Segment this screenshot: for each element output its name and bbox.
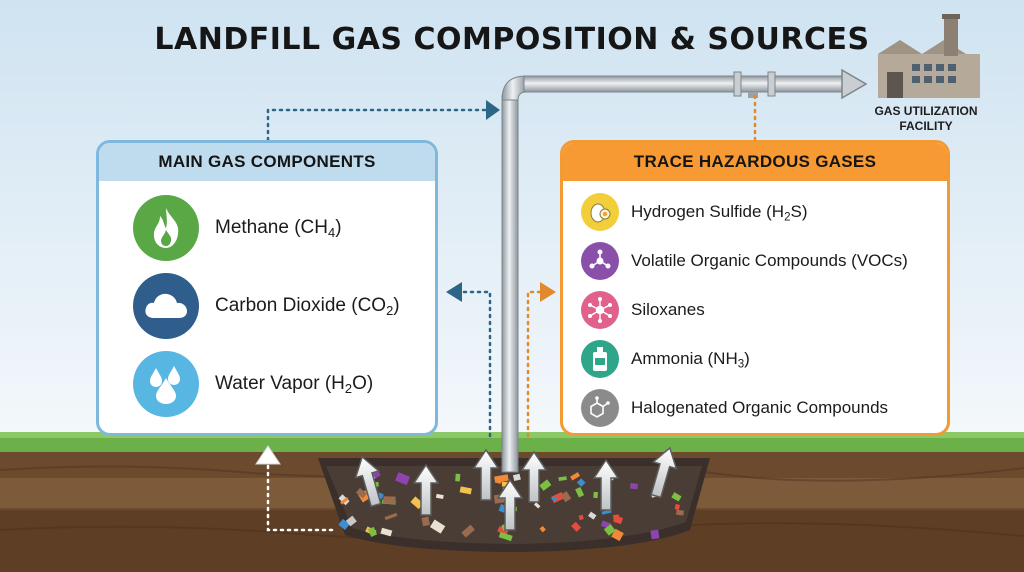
debris-piece <box>593 491 598 499</box>
white-up-arrow <box>255 445 281 465</box>
debris-piece <box>539 479 552 491</box>
facility-label-line-1: GAS UTILIZATION <box>874 104 978 118</box>
facility-label-line-2: FACILITY <box>899 119 953 133</box>
silicon-molecule-icon <box>581 291 619 329</box>
main-item-label: Methane (CH4) <box>215 217 342 240</box>
debris-piece <box>429 519 446 534</box>
debris-piece <box>395 472 411 486</box>
trace-item-label: Volatile Organic Compounds (VOCs) <box>631 251 908 270</box>
debris-piece <box>367 526 378 538</box>
debris-piece <box>410 496 424 510</box>
debris-piece <box>576 478 586 487</box>
debris-piece <box>571 521 582 532</box>
bottle-icon <box>581 340 619 378</box>
factory-icon <box>878 14 980 98</box>
main-item-methane: Methane (CH4) <box>133 195 342 261</box>
debris-piece <box>611 528 624 542</box>
molecule-icon <box>581 242 619 280</box>
debris-piece <box>494 474 509 483</box>
debris-piece <box>533 502 541 509</box>
debris-piece <box>674 503 681 511</box>
gas-up-arrow <box>472 448 500 501</box>
trace-item-halogenated: Halogenated Organic Compounds <box>581 389 888 427</box>
trace-item-siloxanes: Siloxanes <box>581 291 705 329</box>
debris-piece <box>575 487 585 498</box>
debris-piece <box>650 529 660 540</box>
dotted-flow-ground-left <box>266 460 334 532</box>
dotted-flow-to-main-panel <box>456 290 492 438</box>
page-title: LANDFILL GAS COMPOSITION & SOURCES <box>154 22 870 57</box>
trace-item-ammonia: Ammonia (NH3) <box>581 340 750 378</box>
debris-piece <box>601 509 612 515</box>
main-item-label: Carbon Dioxide (CO2) <box>215 295 400 318</box>
gas-up-arrow <box>412 463 440 516</box>
gas-up-arrow <box>496 478 524 531</box>
debris-piece <box>497 526 509 536</box>
gas-collection-pipe <box>501 95 519 473</box>
water-drops-icon <box>133 351 199 417</box>
main-item-carbon-dioxide: Carbon Dioxide (CO2) <box>133 273 400 339</box>
gas-up-arrow <box>520 450 548 503</box>
debris-piece <box>459 486 472 495</box>
debris-piece <box>588 511 597 520</box>
dotted-flow-to-trace-panel <box>526 290 546 438</box>
debris-piece <box>613 514 620 523</box>
main-item-label: Water Vapor (H2O) <box>215 373 374 396</box>
debris-piece <box>578 514 584 521</box>
debris-piece <box>345 515 357 527</box>
trace-panel-heading: TRACE HAZARDOUS GASES <box>563 143 947 181</box>
debris-piece <box>676 509 684 516</box>
debris-piece <box>671 492 682 502</box>
debris-piece <box>630 483 638 490</box>
trace-item-hydrogen-sulfide: Hydrogen Sulfide (H2S) <box>581 193 808 231</box>
debris-piece <box>384 512 398 521</box>
trace-item-vocs: Volatile Organic Compounds (VOCs) <box>581 242 908 280</box>
gas-rising-arrows <box>354 446 678 531</box>
trace-item-label: Siloxanes <box>631 300 705 319</box>
cloud-icon <box>133 273 199 339</box>
main-item-water-vapor: Water Vapor (H2O) <box>133 351 373 417</box>
debris-piece <box>355 487 367 499</box>
debris-piece <box>560 491 572 503</box>
flame-icon <box>133 195 199 261</box>
debris-piece <box>340 497 349 505</box>
debris-piece <box>380 527 393 537</box>
gas-up-arrow <box>650 446 678 499</box>
debris-piece <box>558 476 567 481</box>
debris-piece <box>461 524 475 538</box>
debris-piece <box>383 496 396 505</box>
trace-hazardous-gases-panel: TRACE HAZARDOUS GASES Hydrogen Sulfide (… <box>560 140 950 436</box>
debris-piece <box>551 495 558 502</box>
debris-piece <box>455 473 461 482</box>
main-panel-heading: MAIN GAS COMPONENTS <box>99 143 435 181</box>
debris-piece <box>512 473 521 482</box>
debris-piece <box>421 516 430 527</box>
horizontal-pipe <box>523 75 843 93</box>
debris-piece <box>338 518 350 530</box>
debris-piece <box>570 472 581 481</box>
pipe-outlet-arrow <box>841 68 868 100</box>
trace-item-label: Hydrogen Sulfide (H2S) <box>631 202 808 224</box>
debris-piece <box>603 524 616 536</box>
gas-up-arrow <box>354 455 382 508</box>
trace-item-label: Halogenated Organic Compounds <box>631 398 889 417</box>
dotted-flow-main-to-pipe <box>266 108 492 142</box>
chemical-structure-icon <box>581 389 619 427</box>
trace-item-label: Ammonia (NH3) <box>631 349 750 371</box>
rotten-egg-icon <box>581 193 619 231</box>
debris-piece <box>539 525 546 533</box>
facility-label: GAS UTILIZATION FACILITY <box>856 104 996 134</box>
main-gas-components-panel: MAIN GAS COMPONENTS Methane (CH4) Carbon… <box>96 140 438 436</box>
debris-piece <box>498 531 513 542</box>
debris-piece <box>435 493 444 500</box>
gas-up-arrow <box>592 458 620 511</box>
